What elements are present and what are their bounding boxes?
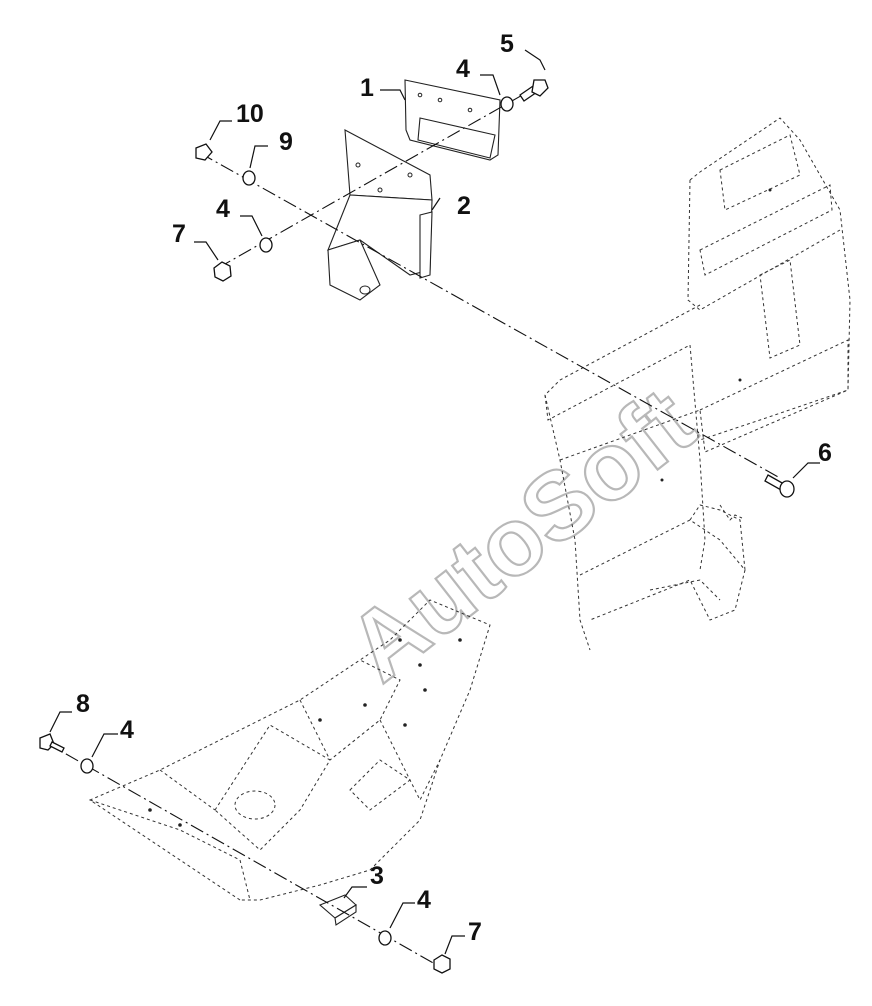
washer-9-icon [242,170,256,186]
nut-7-icon [433,954,451,974]
part-3-clip [318,894,357,926]
hardware [39,79,795,974]
callout-4: 4 [417,886,431,914]
part-1-plate [404,79,501,161]
watermark: AutoSoft [329,368,714,702]
washer-4-icon [259,237,273,253]
callout-6: 6 [818,439,832,467]
bolt-6-icon [764,474,795,498]
callout-9: 9 [279,128,293,156]
callout-4: 4 [456,55,470,83]
callout-2: 2 [457,192,471,220]
callout-4: 4 [216,195,230,223]
machine-body-outline [544,117,851,651]
callout-leaders [49,49,820,955]
lower-frame-outline [88,599,491,901]
part-2-bracket [327,129,433,301]
callout-4: 4 [120,716,134,744]
bolt-10-icon [195,143,213,161]
callout-1: 1 [360,74,374,102]
washer-4-icon [500,96,514,112]
callout-labels: 1 2 3 4 4 4 4 5 6 7 7 8 9 10 [76,30,832,946]
nut-7-icon [213,261,232,282]
bolt-5-icon [519,79,549,102]
callout-5: 5 [500,30,514,58]
callout-7: 7 [468,918,482,946]
assembly-axes [44,84,781,969]
callout-10: 10 [236,100,264,128]
washer-4-icon [80,758,94,774]
callout-8: 8 [76,690,90,718]
bolt-8-icon [39,733,65,753]
washer-4-icon [378,930,392,946]
callout-3: 3 [370,862,384,890]
callout-7: 7 [172,220,186,248]
